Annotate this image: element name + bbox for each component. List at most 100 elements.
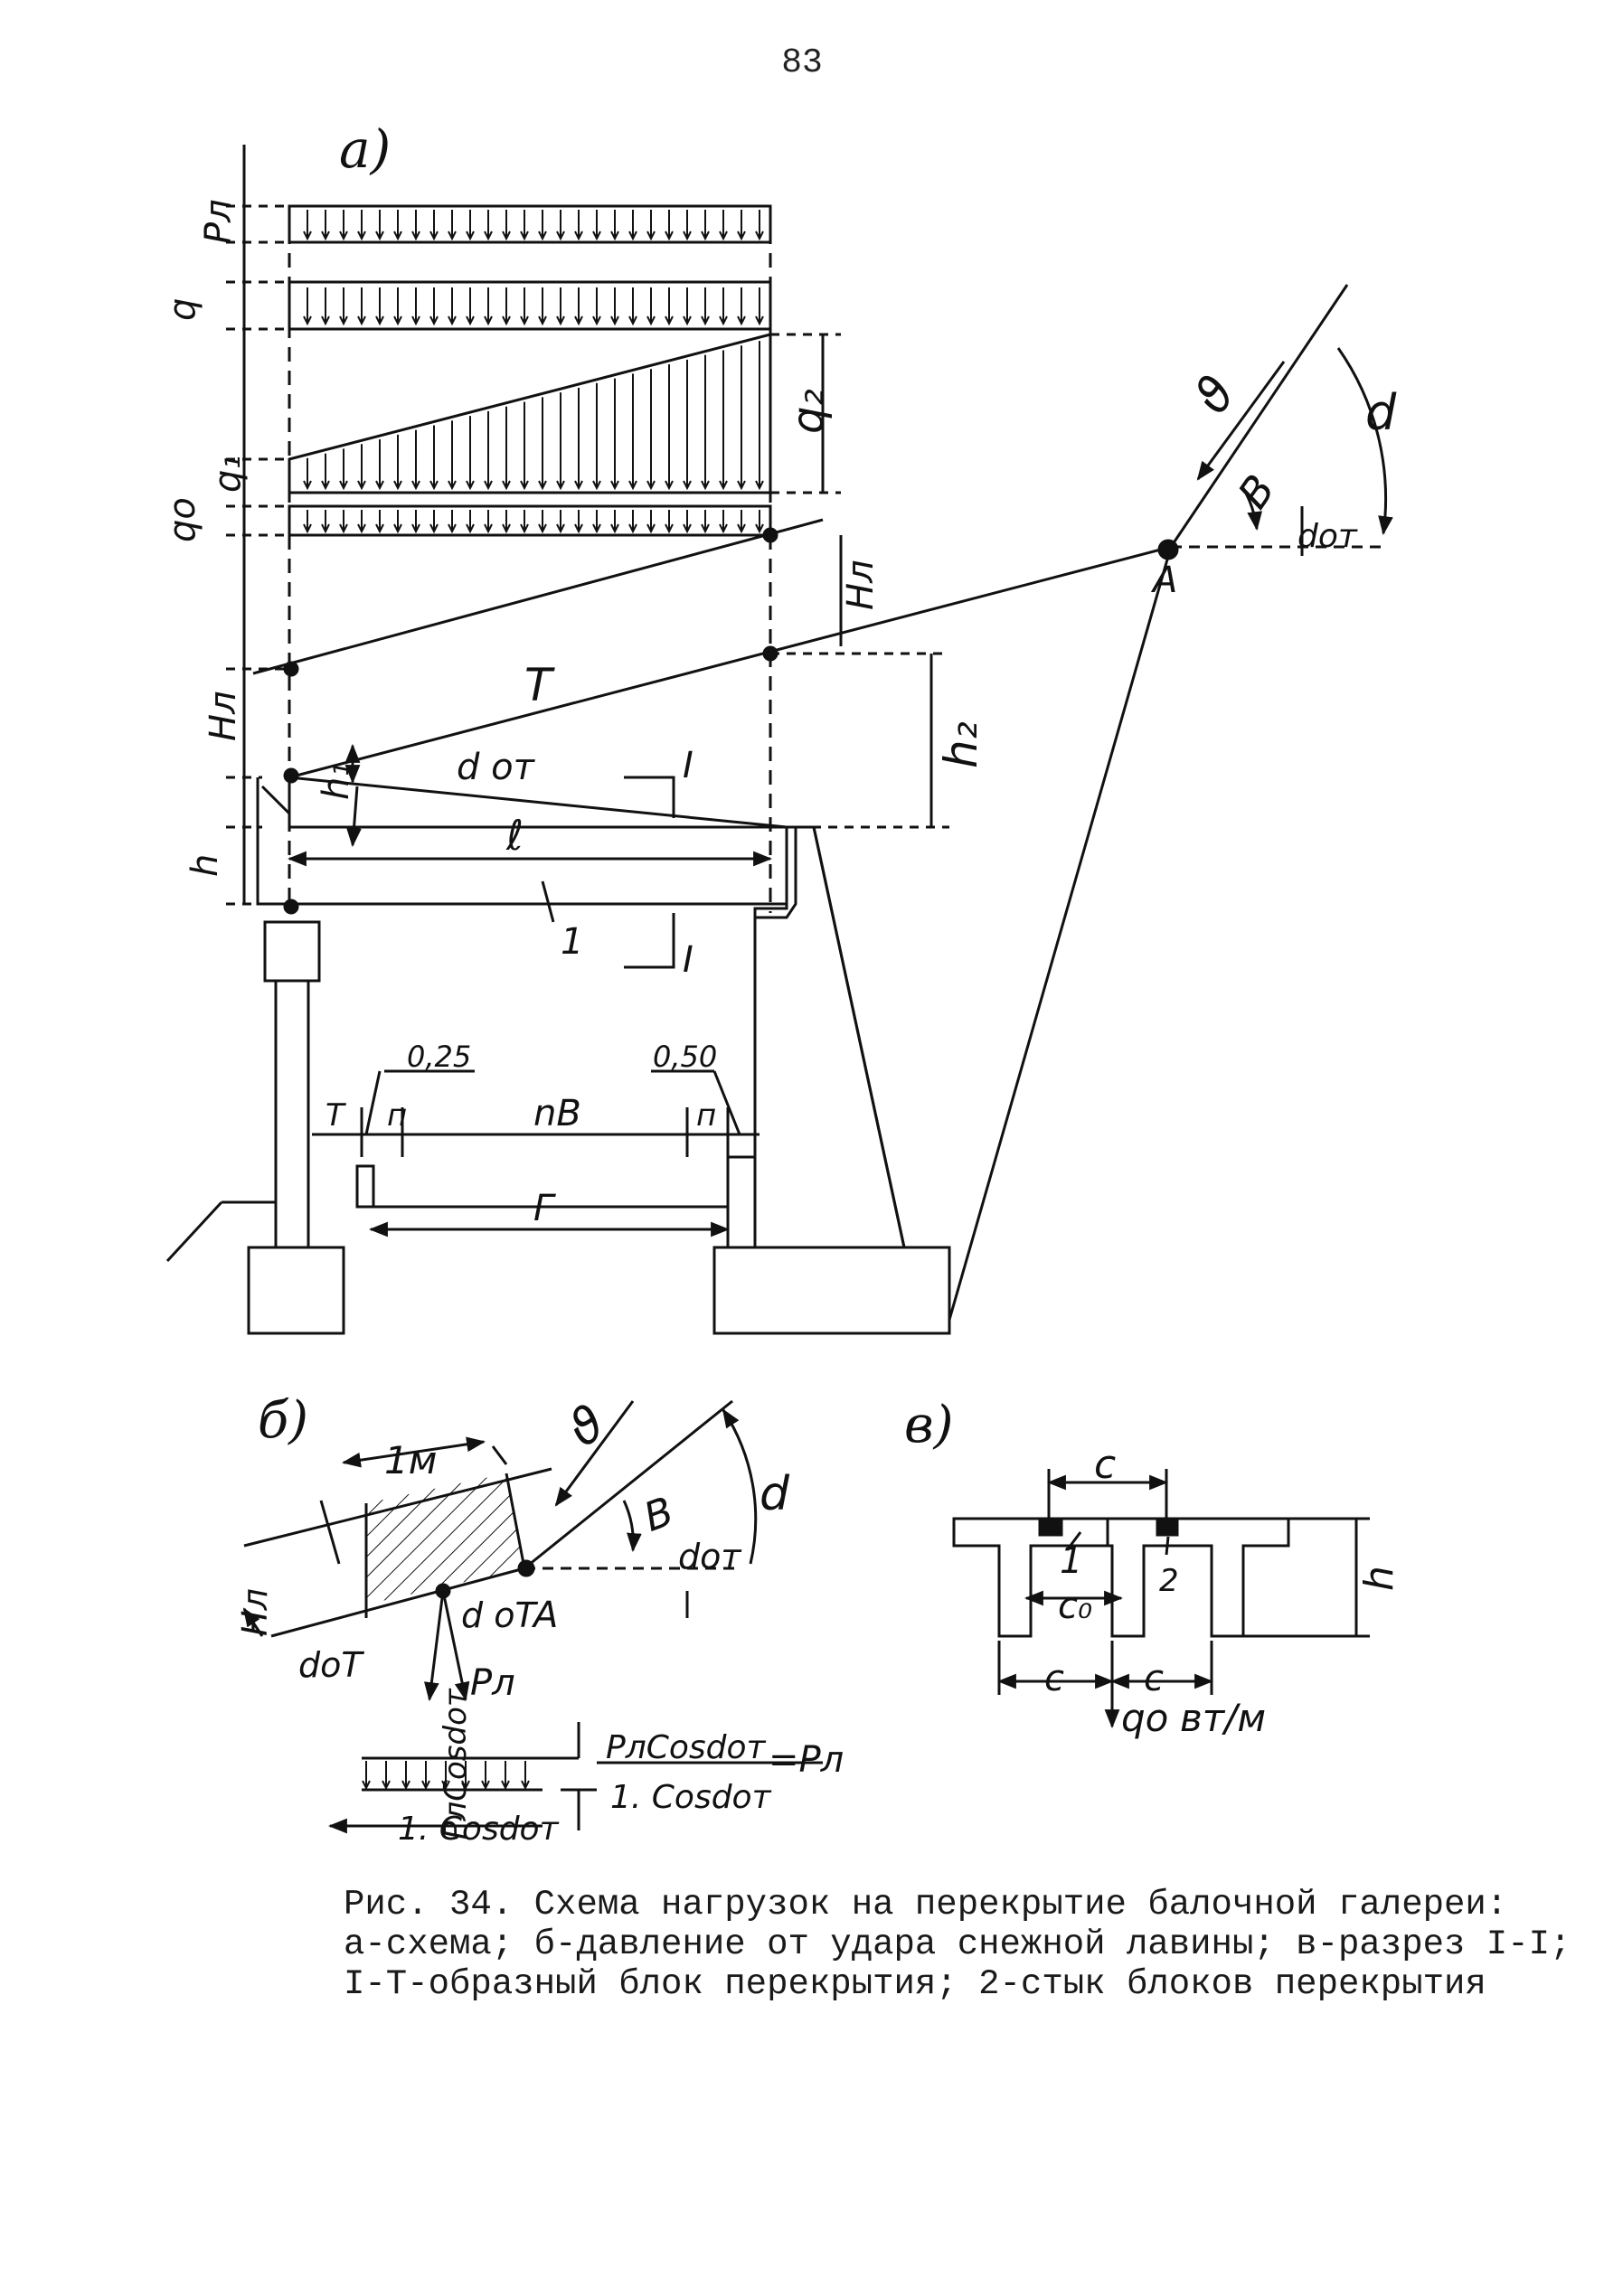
load-arrow-head bbox=[484, 480, 493, 491]
label-025: 0,25 bbox=[407, 1040, 471, 1074]
t-blocks-section bbox=[952, 1517, 1290, 1638]
b-alpha-arc bbox=[722, 1408, 758, 1565]
b-label-beta: B bbox=[638, 1489, 680, 1541]
load-arrow-head bbox=[610, 315, 619, 326]
panel-b-labels: 1м ϑ B d dот Hл dоТ d оТ A Pл PлCosdот P… bbox=[235, 1394, 844, 1848]
load-arrows-q2 bbox=[303, 341, 764, 491]
caption-line-1: Рис. 34. Схема нагрузок на перекрытие ба… bbox=[344, 1885, 1508, 1924]
load-arrow-head bbox=[375, 231, 384, 241]
load-arrows-q bbox=[303, 287, 764, 326]
ground-line bbox=[165, 1200, 223, 1263]
load-arrow-head bbox=[484, 315, 493, 326]
load-arrow-head bbox=[339, 315, 348, 326]
load-arrow-head bbox=[303, 315, 312, 326]
load-arrow-head bbox=[737, 231, 746, 241]
b-avalanche-line bbox=[524, 1399, 733, 1570]
load-arrow-head bbox=[339, 523, 348, 534]
c-label-h: h bbox=[1356, 1566, 1402, 1591]
b-label-alpha-ot-left: dоТ bbox=[298, 1645, 364, 1685]
load-arrow-head bbox=[574, 523, 583, 534]
label-v: ϑ bbox=[1183, 366, 1247, 424]
label-q: q bbox=[162, 298, 203, 321]
load-arrow-head bbox=[520, 480, 529, 491]
load-arrow-head bbox=[538, 231, 547, 241]
load-arrow-head bbox=[375, 523, 384, 534]
load-arrow-head bbox=[701, 480, 710, 491]
load-arrow-head bbox=[357, 523, 366, 534]
load-arrow-head bbox=[520, 231, 529, 241]
load-arrow-head bbox=[393, 315, 402, 326]
load-arrow-head bbox=[628, 480, 637, 491]
load-arrow-head bbox=[610, 523, 619, 534]
load-arrow-head bbox=[610, 231, 619, 241]
load-arrow-head bbox=[592, 523, 601, 534]
figure-caption: Рис. 34. Схема нагрузок на перекрытие ба… bbox=[344, 1885, 1571, 2004]
load-arrow-head bbox=[683, 315, 692, 326]
load-arrow-head bbox=[628, 315, 637, 326]
section-mark-bottom bbox=[624, 913, 675, 969]
load-arrow-head bbox=[484, 523, 493, 534]
load-arrows-qo bbox=[303, 510, 764, 534]
load-block-pl bbox=[288, 204, 772, 244]
load-arrow-head bbox=[755, 315, 764, 326]
load-arrow-head bbox=[592, 315, 601, 326]
label-l: ℓ bbox=[505, 811, 524, 860]
label-050: 0,50 bbox=[653, 1040, 717, 1074]
load-arrow-head bbox=[339, 480, 348, 491]
load-arrow-head bbox=[429, 480, 439, 491]
lower-snow-line bbox=[288, 545, 1172, 779]
label-alpha-ot-right: dот bbox=[1297, 518, 1358, 555]
force-pcos-arrow bbox=[424, 1590, 445, 1702]
right-joint-block bbox=[726, 1155, 757, 1249]
b-formula-numerator: PлCosdот bbox=[606, 1729, 767, 1766]
load-arrow-head bbox=[683, 231, 692, 241]
load-arrow-head bbox=[701, 523, 710, 534]
load-arrow-head bbox=[466, 315, 475, 326]
label-alpha-ot: d от bbox=[457, 747, 536, 788]
load-arrow-head bbox=[303, 231, 312, 241]
panel-a: а) bbox=[165, 118, 1393, 1335]
load-arrow-head bbox=[321, 480, 330, 491]
joint-1 bbox=[1038, 1517, 1063, 1537]
b-label-1m: 1м bbox=[384, 1438, 437, 1482]
load-arrow-head bbox=[411, 523, 420, 534]
label-r: Г bbox=[533, 1188, 556, 1229]
load-arrow-head bbox=[628, 523, 637, 534]
b-label-alpha: d bbox=[760, 1467, 790, 1521]
load-arrow-head bbox=[521, 1780, 530, 1791]
load-arrow-head bbox=[481, 1780, 490, 1791]
left-joint-block bbox=[355, 1164, 375, 1209]
load-arrow-head bbox=[737, 523, 746, 534]
load-arrow-head bbox=[357, 231, 366, 241]
load-arrow-head bbox=[466, 523, 475, 534]
load-arrow-head bbox=[592, 480, 601, 491]
caption-line-3: I-T-образный блок перекрытия; 2-стык бло… bbox=[344, 1964, 1486, 2004]
panel-a-labels: Pл q q₂ q₁ qо Hл Hл T h₁ d от h₂ I I h ℓ… bbox=[162, 199, 1397, 1229]
load-arrow-head bbox=[502, 231, 511, 241]
load-arrow-head bbox=[429, 523, 439, 534]
label-nB: nВ bbox=[533, 1093, 581, 1134]
load-arrow-head bbox=[339, 231, 348, 241]
label-pl: Pл bbox=[198, 199, 240, 244]
load-arrow-head bbox=[429, 315, 439, 326]
force-pl-arrow bbox=[441, 1590, 470, 1702]
label-section-bottom: I bbox=[683, 939, 693, 981]
load-arrow-head bbox=[502, 315, 511, 326]
label-t: T bbox=[326, 1097, 346, 1134]
b-upper-snow-line bbox=[243, 1467, 552, 1548]
load-arrow-head bbox=[466, 480, 475, 491]
panel-c: в) bbox=[904, 1396, 1370, 1729]
load-arrow-head bbox=[393, 480, 402, 491]
right-foundation bbox=[712, 1246, 951, 1335]
b-base-dim: 1. Cosdот bbox=[398, 1811, 560, 1848]
load-arrow-head bbox=[665, 523, 674, 534]
joint-2 bbox=[1156, 1517, 1179, 1537]
label-hl-left: Hл bbox=[203, 691, 244, 741]
label-num-1: 1 bbox=[561, 921, 583, 963]
panel-b-label: б) bbox=[258, 1391, 308, 1450]
load-arrow-head bbox=[719, 315, 728, 326]
b-label-pl: Pл bbox=[470, 1662, 515, 1704]
load-arrow-head bbox=[592, 231, 601, 241]
load-arrow-head bbox=[538, 523, 547, 534]
